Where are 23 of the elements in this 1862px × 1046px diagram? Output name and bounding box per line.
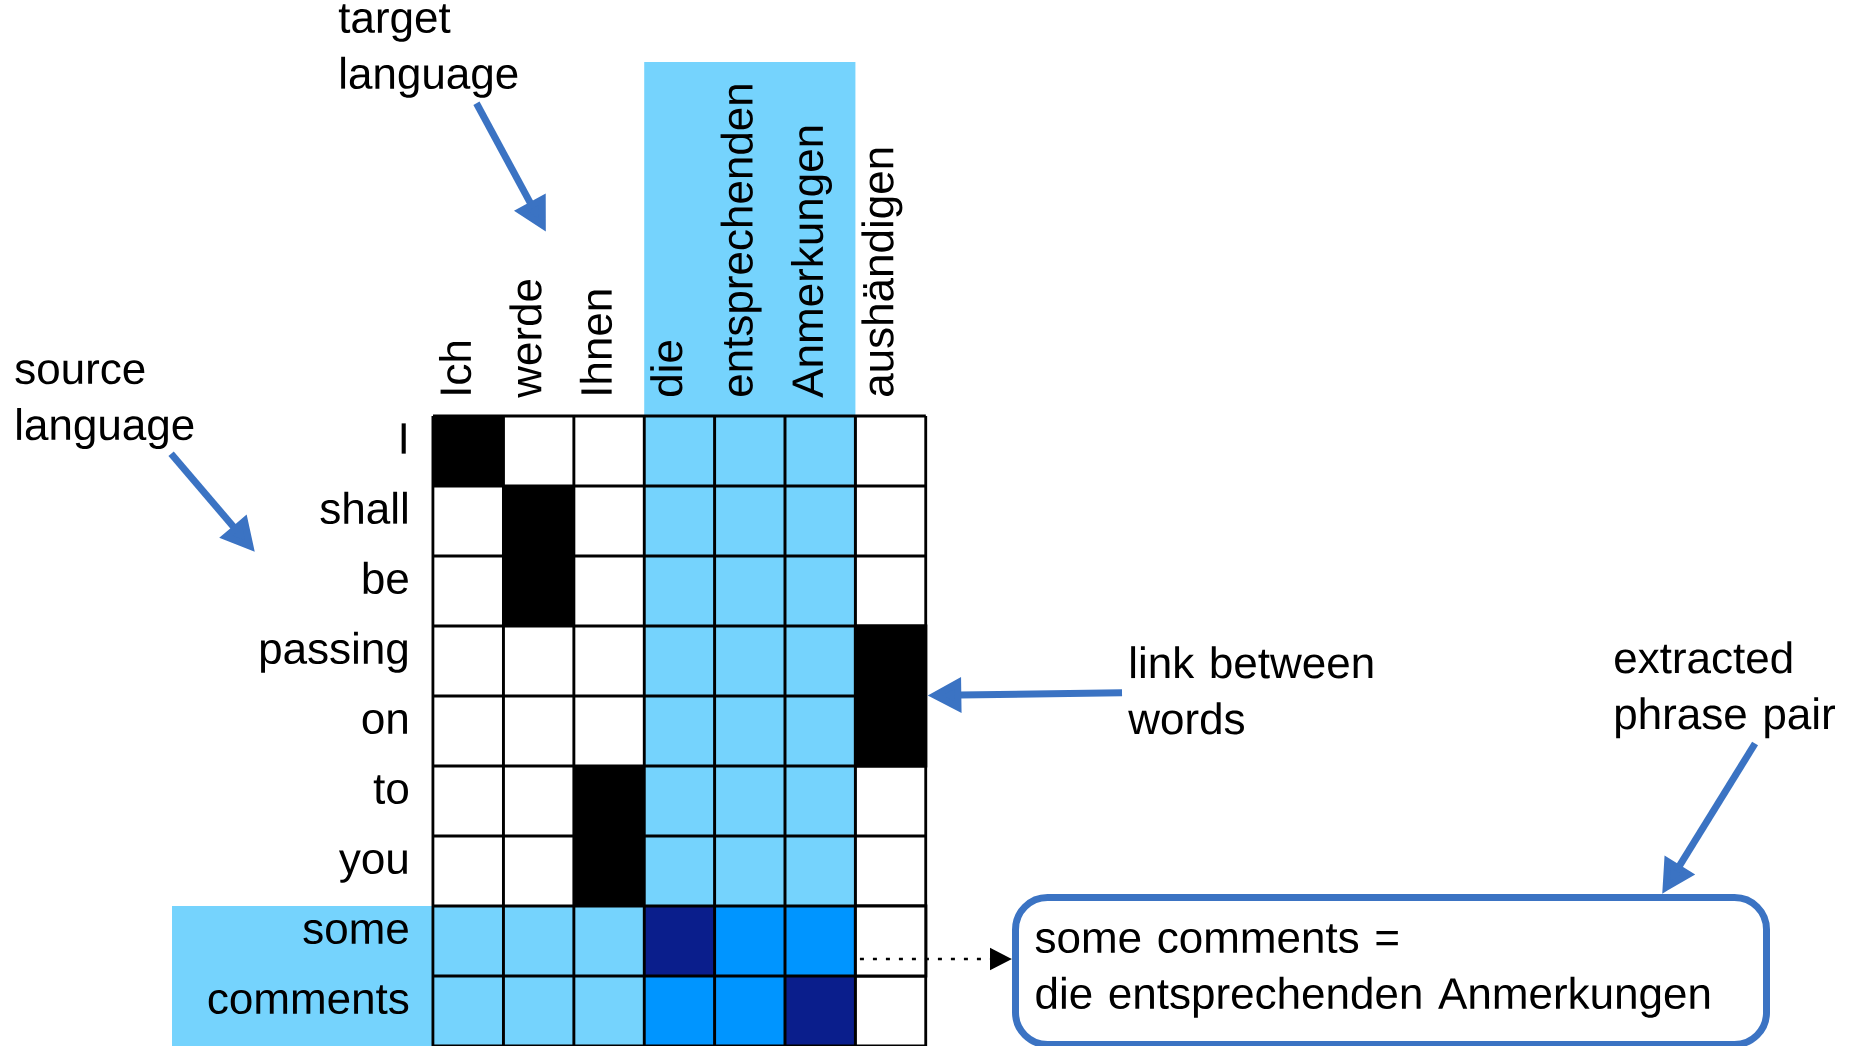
annotation-text: source language [15,360,194,449]
column-word: Anmerkungen [790,126,832,398]
annotation-text: extracted phrase pair [1615,641,1835,739]
column-word: entsprechenden [720,85,762,396]
column-word: Ich [438,341,472,394]
row-word: to [373,775,408,805]
row-word: on [362,709,407,735]
row-word: passing [261,631,407,673]
column-word: werde [509,279,542,398]
annotation-text: target language [338,4,518,98]
row-word: some [303,919,408,945]
row-word: be [363,561,408,595]
column-word: Ihnen [579,290,613,394]
row-word: you [339,849,407,883]
row-word: shall [320,491,407,525]
link-block [853,624,928,768]
column-word: die [650,341,683,396]
matrix-cell [853,904,928,978]
annotation-text: link between words [1128,646,1373,735]
row-word: I [401,423,406,454]
phrase-pair-box: some comments = die entsprechenden Anmerkungen [1012,894,1770,1046]
row-word: comments [208,985,409,1015]
column-word: aushändigen [861,148,903,396]
